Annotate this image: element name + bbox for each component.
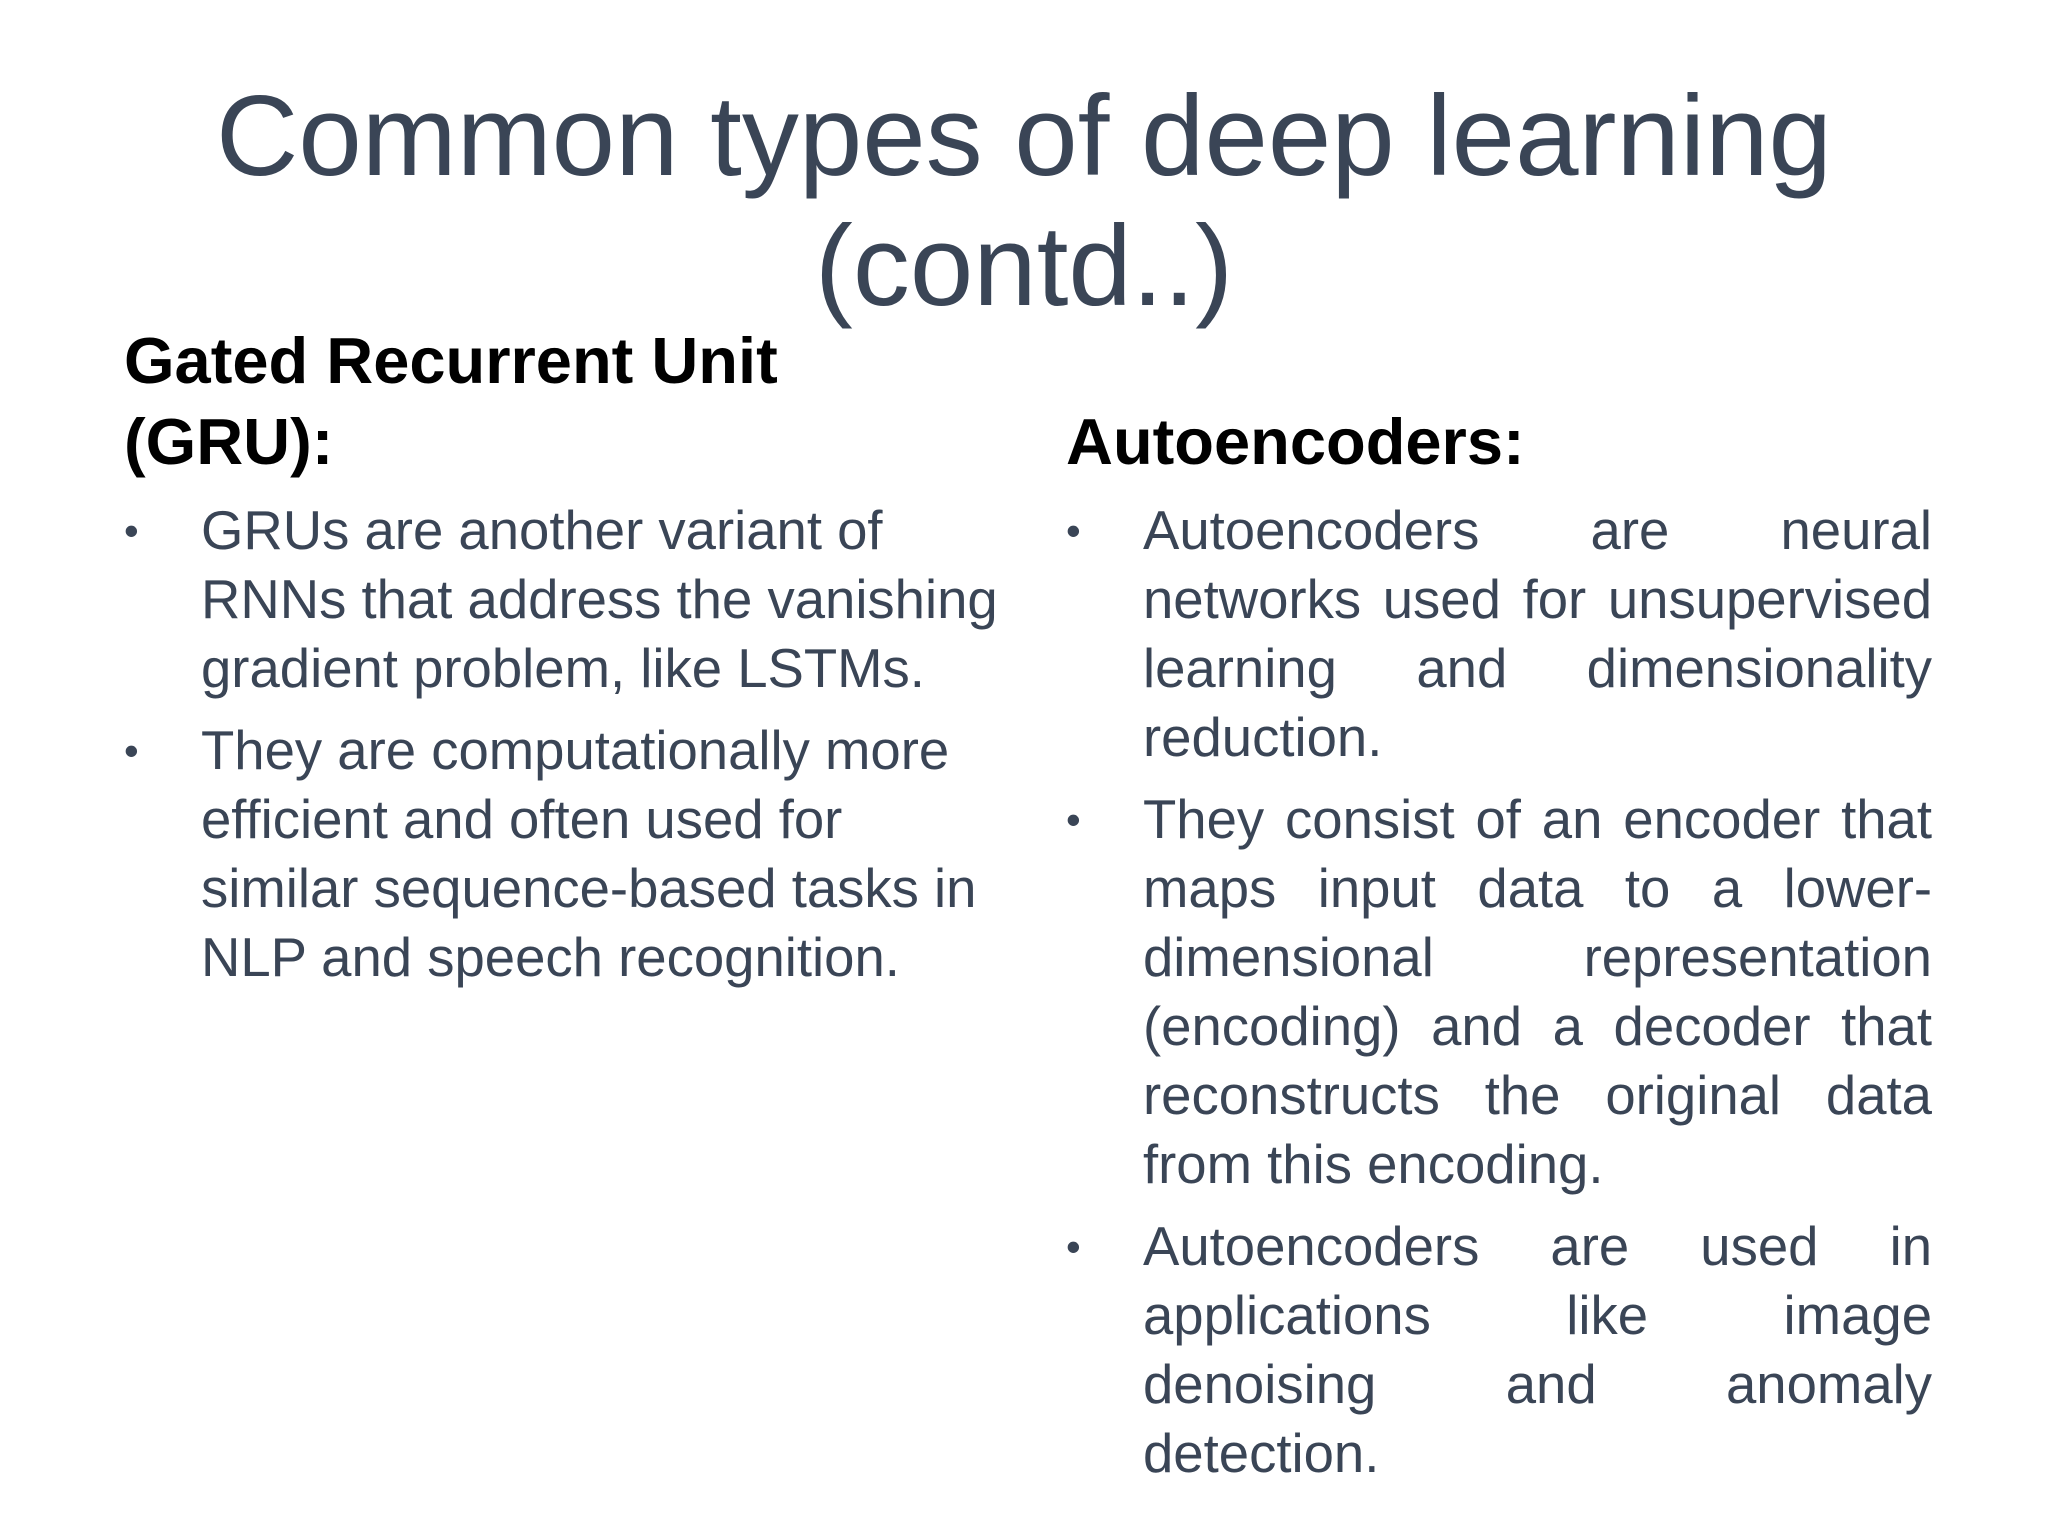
autoencoders-bullet-item: • They consist of an encoder that maps i… [1066, 785, 1932, 1199]
gru-bullet-text: GRUs are another variant of RNNs that ad… [201, 500, 998, 699]
gru-bullet-list: • GRUs are another variant of RNNs that … [124, 496, 1004, 992]
autoencoders-bullet-text: Autoencoders are neural networks used fo… [1143, 500, 1932, 768]
autoencoders-heading: Autoencoders: [1066, 320, 1932, 482]
autoencoders-bullet-item: • Autoencoders are neural networks used … [1066, 496, 1932, 772]
autoencoders-bullet-list: • Autoencoders are neural networks used … [1066, 496, 1932, 1488]
slide-title-line2: (contd..) [814, 203, 1234, 330]
autoencoders-bullet-item: • Autoencoders are used in applications … [1066, 1212, 1932, 1488]
autoencoders-heading-text: Autoencoders: [1066, 405, 1525, 478]
slide-title: Common types of deep learning (contd..) [0, 72, 2048, 332]
gru-bullet-item: • They are computationally more efficien… [124, 716, 1004, 992]
autoencoders-bullet-text: Autoencoders are used in applications li… [1143, 1216, 1932, 1484]
gru-bullet-item: • GRUs are another variant of RNNs that … [124, 496, 1004, 703]
gru-bullet-text: They are computationally more efficient … [201, 720, 977, 988]
gru-heading-line2: (GRU): [124, 405, 334, 478]
bullet-icon: • [1066, 1223, 1081, 1270]
gru-heading-line1: Gated Recurrent Unit [124, 324, 778, 397]
autoencoders-bullet-text: They consist of an encoder that maps inp… [1143, 789, 1932, 1195]
bullet-icon: • [124, 507, 139, 554]
slide-title-line1: Common types of deep learning [216, 73, 1832, 200]
bullet-icon: • [124, 727, 139, 774]
bullet-icon: • [1066, 507, 1081, 554]
gru-column: Gated Recurrent Unit (GRU): • GRUs are a… [124, 320, 1004, 1005]
gru-heading: Gated Recurrent Unit (GRU): [124, 320, 1004, 482]
bullet-icon: • [1066, 796, 1081, 843]
autoencoders-column: Autoencoders: • Autoencoders are neural … [1066, 320, 1932, 1501]
